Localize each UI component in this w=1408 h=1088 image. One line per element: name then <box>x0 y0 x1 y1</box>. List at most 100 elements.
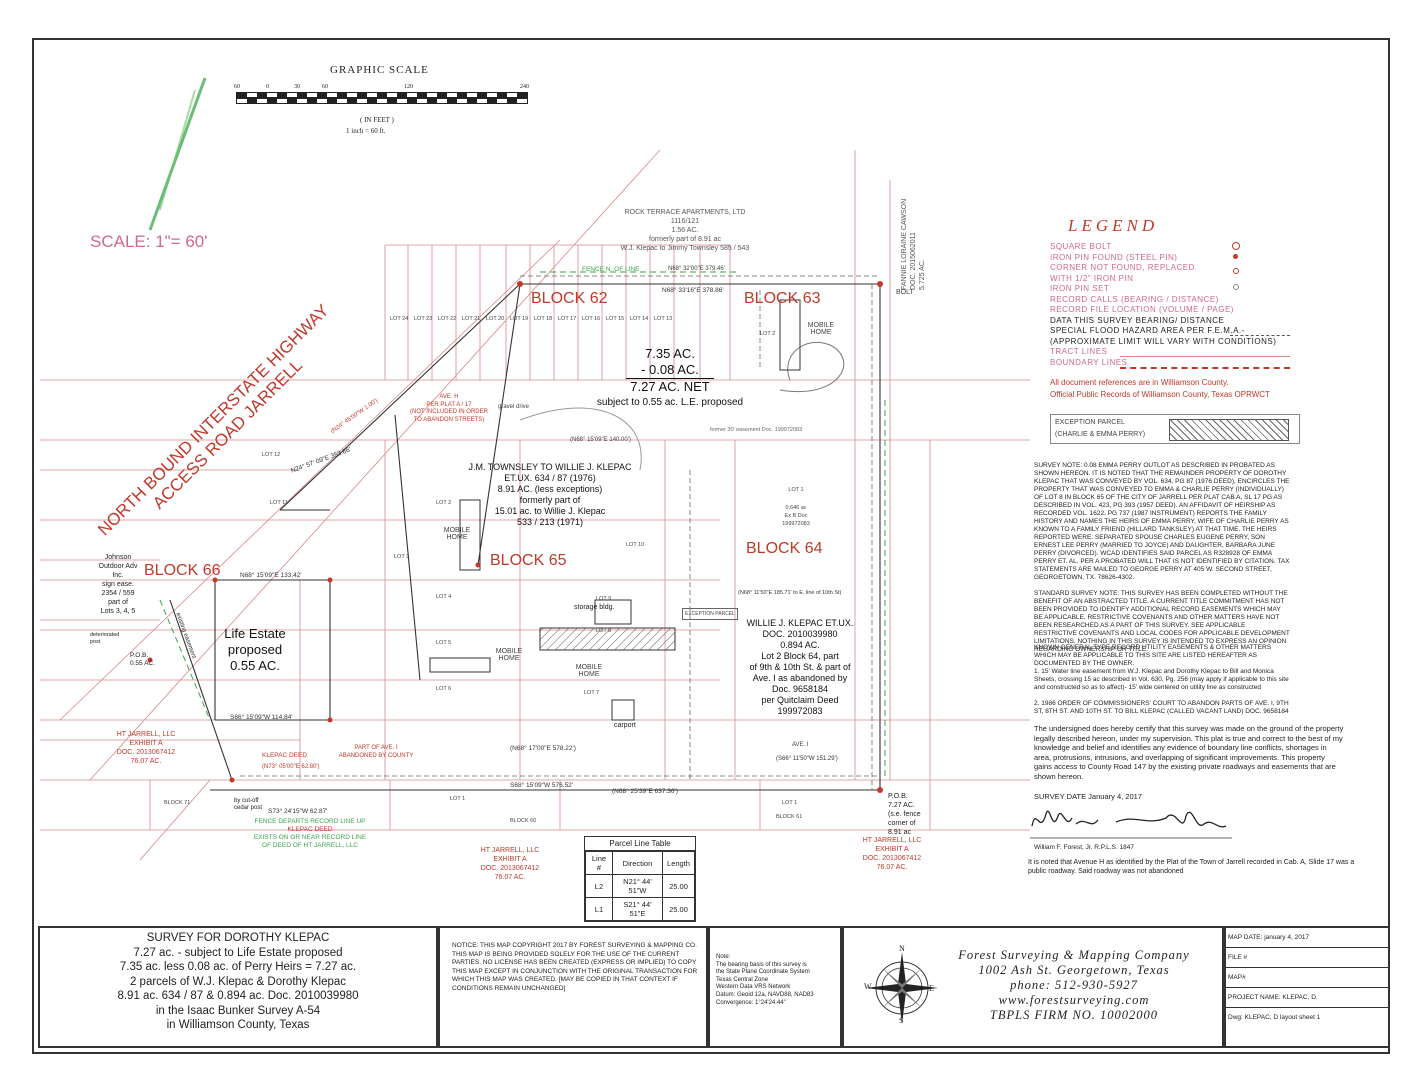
lot-b65: LOT 5 <box>436 640 452 646</box>
iron-pin-replaced-icon <box>1233 268 1239 274</box>
life-estate-line: 0.55 AC. <box>230 658 280 673</box>
part-ave-i-note: PART OF AVE. I ABANDONED BY COUNTY <box>326 744 426 760</box>
graphic-scale-title: GRAPHIC SCALE <box>330 64 429 76</box>
mobile-home-lower-outline <box>429 657 491 673</box>
lot-label: LOT 14 <box>630 316 649 322</box>
bearing-s68-576: S68° 15'09"W 576.52' <box>510 782 574 789</box>
fence-departs-line: OF DEED OF HT JARRELL, LLC <box>262 842 358 849</box>
htj-line: HT JARRELL, LLC <box>116 731 176 738</box>
compass-w: W <box>864 982 872 991</box>
basis-line: Convergence: 1°24'24.44" <box>716 999 786 1006</box>
pob-right-note: P.O.B. 7.27 AC. (s.e. fence corner of 8.… <box>888 792 921 837</box>
rock-terrace-note: ROCK TERRACE APARTMENTS, LTD 1116/121 1.… <box>610 208 760 253</box>
townsley-line: J.M. TOWNSLEY TO WILLIE J. KLEPAC <box>468 462 632 472</box>
fence-departs-note: FENCE DEPARTS RECORD LINE UP KLEPAC DEED… <box>230 818 390 850</box>
info-row: MAP DATE: january 4, 2017 <box>1226 928 1388 948</box>
fence-departs-line: EXISTS ON OR NEAR RECORD LINE <box>253 834 367 841</box>
info-row: MAP# <box>1226 968 1388 988</box>
townsley-line: formerly part of <box>519 495 581 505</box>
block-66-label: BLOCK 66 <box>144 562 221 579</box>
title-block-notice: NOTICE: THIS MAP COPYRIGHT 2017 BY FORES… <box>438 926 708 1048</box>
lot1-bottom-right: LOT 1 <box>782 800 798 806</box>
compass-rose-icon <box>866 952 938 1024</box>
table-cell: 25.00 <box>662 897 695 921</box>
notice-text: NOTICE: THIS MAP COPYRIGHT 2017 BY FORES… <box>452 942 698 992</box>
pob-left-note: P.O.B. 0.55 AC. <box>130 652 155 668</box>
info-row: FILE # <box>1226 948 1388 968</box>
lot-b65: LOT 6 <box>436 686 452 692</box>
survey-line: 2 parcels of W.J. Klepac & Dorothy Klepa… <box>129 975 347 988</box>
lot-label: LOT 18 <box>534 316 553 322</box>
ave-h-note: AVE. H PER PLAT A / 17 (NOT INCLUDED IN … <box>404 394 494 424</box>
bearing-block66: N68° 15'09"E 133.42' <box>240 572 302 579</box>
legend-item: TRACT LINES <box>1050 347 1108 356</box>
parcel-table-header: Length <box>662 851 695 875</box>
scale-tick-4: 120 <box>404 84 413 90</box>
lot-label: LOT 21 <box>462 316 481 322</box>
klepac-line: Ave. I as abandoned by <box>752 673 848 683</box>
rock-terrace-line: ROCK TERRACE APARTMENTS, LTD <box>624 209 746 216</box>
survey-line: 8.91 ac. 634 / 87 & 0.894 ac. Doc. 20100… <box>117 990 359 1002</box>
fannie-line: FANNIE LORAINE CAWSON <box>901 198 908 290</box>
legend-item: BOUNDARY LINES <box>1050 357 1128 367</box>
table-cell: S21° 44' 51"E <box>611 897 664 921</box>
townsley-line: 533 / 213 (1971) <box>516 517 584 527</box>
lot-label: LOT 24 <box>390 316 409 322</box>
scale-unit: ( IN FEET ) <box>360 116 394 124</box>
carport-outline <box>611 699 635 721</box>
ave-i-label: AVE. I <box>792 742 809 748</box>
bearing-n68-578: (N68° 17'00"E 578.22') <box>510 745 576 752</box>
lot-b65: LOT 3 <box>394 554 410 560</box>
legend-item: (APPROXIMATE LIMIT WILL VARY WITH CONDIT… <box>1050 336 1277 346</box>
life-estate-line: Life Estate <box>224 626 286 641</box>
johnson-line: part of <box>108 599 128 606</box>
bolt-label: BOLT <box>896 289 914 296</box>
bearing-s66-151: (S66° 11'50"W 151.29') <box>776 756 838 762</box>
green-highlight-stroke-2 <box>159 89 196 211</box>
johnson-line: sign ease. <box>102 581 134 588</box>
bearing-s66: S66° 15'09"W 114.84' <box>230 714 293 721</box>
lot-b65: LOT 7 <box>584 690 600 696</box>
storage-building-outline <box>594 599 632 625</box>
iron-pin-found-icon <box>1233 254 1238 259</box>
exception-legend-sub: (CHARLIE & EMMA PERRY) <box>1055 431 1146 438</box>
title-block-basis: Note: The bearing basis of this survey i… <box>708 926 842 1048</box>
scale-tick-1: 0 <box>266 84 269 90</box>
pob-left-line: P.O.B. <box>130 652 149 659</box>
parcel-table-header: Line # <box>585 851 613 875</box>
survey-line: in the Isaac Bunker Survey A-54 <box>155 1004 321 1017</box>
scale-tick-5: 240 <box>520 84 529 90</box>
klepac-line: 0.894 AC. <box>780 640 820 650</box>
company-firm-no: TBPLS FIRM NO. 10002000 <box>989 1008 1159 1022</box>
scale-tick-0: 60 <box>234 84 240 90</box>
legend-red-note-2: Official Public Records of Williamson Co… <box>1050 390 1270 399</box>
bearing-s73: S73° 24'15"W 62.87' <box>268 808 328 815</box>
graphic-scale-bar <box>236 92 528 110</box>
htj-line: DOC. 2013067412 <box>116 749 176 756</box>
company-lines: Forest Surveying & Mapping Company 1002 … <box>934 948 1214 1023</box>
klepac-line: DOC. 2010039980 <box>762 629 838 639</box>
klepac-deed-label: KLEPAC DEED <box>262 752 308 759</box>
htj-line: EXHIBIT A <box>875 846 909 853</box>
lot12-label: LOT 12 <box>262 452 281 458</box>
ht-jarrell-left: HT JARRELL, LLC EXHIBIT A DOC. 201306741… <box>106 730 186 766</box>
iron-pin-set-icon <box>1233 284 1239 290</box>
basis-line: Western Data VRS Network <box>716 984 791 991</box>
lot1-b64-line: 0.646 ac <box>785 505 807 511</box>
legend-item: DATA THIS SURVEY BEARING/ DISTANCE <box>1050 315 1225 325</box>
compass-s: S <box>899 1016 904 1025</box>
legend-item: RECORD CALLS (BEARING / DISTANCE) <box>1050 294 1219 304</box>
survey-line: 7.27 ac. - subject to Life Estate propos… <box>133 946 343 959</box>
driveway <box>779 341 845 393</box>
townsley-line: 15.01 ac. to Willie J. Klepac <box>494 506 606 516</box>
rock-terrace-line: 1116/121 <box>670 218 700 225</box>
title-block-info: MAP DATE: january 4, 2017 FILE # MAP# PR… <box>1224 926 1390 1048</box>
note-1: 1. 15' Water line easement from W.J. Kle… <box>1034 668 1289 691</box>
block-62-label: BLOCK 62 <box>531 290 608 307</box>
company-website: www.forestsurveying.com <box>998 993 1150 1007</box>
htj-line: HT JARRELL, LLC <box>862 837 922 844</box>
company-phone: phone: 512-930-5927 <box>1010 978 1138 992</box>
scale-ratio: 1 inch = 60 ft. <box>346 127 386 135</box>
ht-jarrell-right: HT JARRELL, LLC EXHIBIT A DOC. 201306741… <box>852 836 932 872</box>
bearing-block64: (N68° 11'50"E 185.71' to E. line of 10th… <box>738 590 842 596</box>
